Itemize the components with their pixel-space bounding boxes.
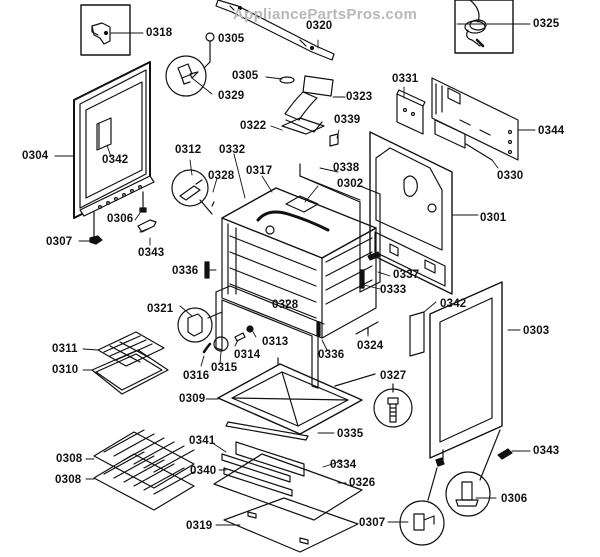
callout-0319: 0319 (186, 520, 213, 532)
part-0303-right-door (410, 282, 502, 460)
callout-0306: 0306 (107, 213, 134, 225)
callout-0307: 0307 (46, 236, 73, 248)
part-0336-spacer-left (205, 262, 209, 278)
callout-0342: 0342 (102, 154, 129, 166)
callout-0322: 0322 (240, 120, 267, 132)
callout-0308: 0308 (56, 453, 83, 465)
callout-0332: 0332 (219, 144, 246, 156)
part-0312-sensor-inset (172, 170, 214, 214)
callout-0313: 0313 (262, 336, 289, 348)
part-0305-grommet (204, 33, 294, 83)
callout-0343: 0343 (533, 445, 560, 457)
part-0309-oven-bottom (218, 358, 375, 434)
part-0310-broil-pan (92, 350, 168, 394)
callout-0336: 0336 (318, 349, 345, 361)
callout-0328: 0328 (272, 299, 299, 311)
part-0319-drawer-bottom (224, 498, 358, 552)
part-0329-switch-inset (166, 56, 206, 96)
callout-0309: 0309 (179, 393, 206, 405)
callout-0324: 0324 (357, 340, 384, 352)
part-0336-spacer-right (317, 322, 320, 336)
callout-0325: 0325 (533, 18, 560, 30)
callout-0301: 0301 (480, 212, 507, 224)
part-0324-rod (356, 322, 378, 334)
callout-0308: 0308 (55, 474, 82, 486)
part-0304-oven-door (74, 62, 154, 218)
callout-0330: 0330 (497, 170, 524, 182)
callout-0304: 0304 (22, 150, 49, 162)
part-0344-rear-panel (432, 78, 518, 160)
part-0318-control-knob (81, 5, 130, 55)
callout-0339: 0339 (334, 114, 361, 126)
callout-0302: 0302 (337, 178, 364, 190)
callout-0326: 0326 (349, 477, 376, 489)
callout-0317: 0317 (246, 165, 273, 177)
part-0334-0340-0341-bake-element (222, 442, 304, 496)
part-0322-0339-vent (282, 118, 338, 146)
callout-0340: 0340 (190, 465, 217, 477)
part-0327-screw-inset (374, 384, 412, 427)
callout-0315: 0315 (211, 362, 238, 374)
callout-0312: 0312 (175, 144, 202, 156)
callout-0303: 0303 (523, 325, 550, 337)
part-0330-bracket (435, 120, 492, 160)
part-0337-0333-spacers (360, 252, 380, 288)
callout-0344: 0344 (538, 125, 565, 137)
callout-0305: 0305 (232, 70, 259, 82)
callout-0320: 0320 (306, 20, 333, 32)
callout-0342: 0342 (440, 298, 467, 310)
part-0325-power-cord (455, 0, 513, 53)
callout-0311: 0311 (52, 343, 78, 355)
callout-0329: 0329 (218, 90, 245, 102)
callout-0334: 0334 (330, 459, 357, 471)
callout-0335: 0335 (337, 428, 364, 440)
part-0332-oven-cavity (216, 164, 380, 388)
callout-0341: 0341 (189, 435, 216, 447)
callout-0328: 0328 (208, 170, 235, 182)
callout-0318: 0318 (146, 27, 173, 39)
part-0331-panel (397, 90, 425, 134)
callout-0307: 0307 (359, 517, 386, 529)
leader-lines (55, 24, 535, 525)
callout-0321: 0321 (147, 303, 174, 315)
callout-0305: 0305 (218, 33, 245, 45)
callout-0343: 0343 (138, 247, 165, 259)
callout-0331: 0331 (392, 73, 419, 85)
callout-0310: 0310 (52, 364, 79, 376)
callout-0306: 0306 (501, 493, 528, 505)
callout-0336: 0336 (172, 265, 199, 277)
callout-0314: 0314 (234, 349, 261, 361)
watermark: AppliancePartsPros.com (233, 6, 418, 23)
callout-0337: 0337 (393, 269, 420, 281)
part-0306-0307-0343-right-hardware (400, 430, 512, 545)
callout-0338: 0338 (333, 162, 360, 174)
part-0313-0316-lamp-assembly (204, 326, 253, 352)
part-0321-lamp-inset (178, 308, 222, 342)
part-0308-oven-racks (94, 430, 194, 510)
callout-0327: 0327 (380, 370, 407, 382)
part-0326-drawer-pan (214, 454, 362, 520)
part-0335-bake-element-cover (226, 422, 308, 440)
part-0320-bracket (216, 0, 334, 60)
part-0301-back-panel (370, 132, 452, 294)
part-0323-vent-duct (285, 76, 333, 132)
callout-0316: 0316 (183, 370, 210, 382)
callout-0333: 0333 (380, 284, 407, 296)
callout-0323: 0323 (346, 91, 373, 103)
